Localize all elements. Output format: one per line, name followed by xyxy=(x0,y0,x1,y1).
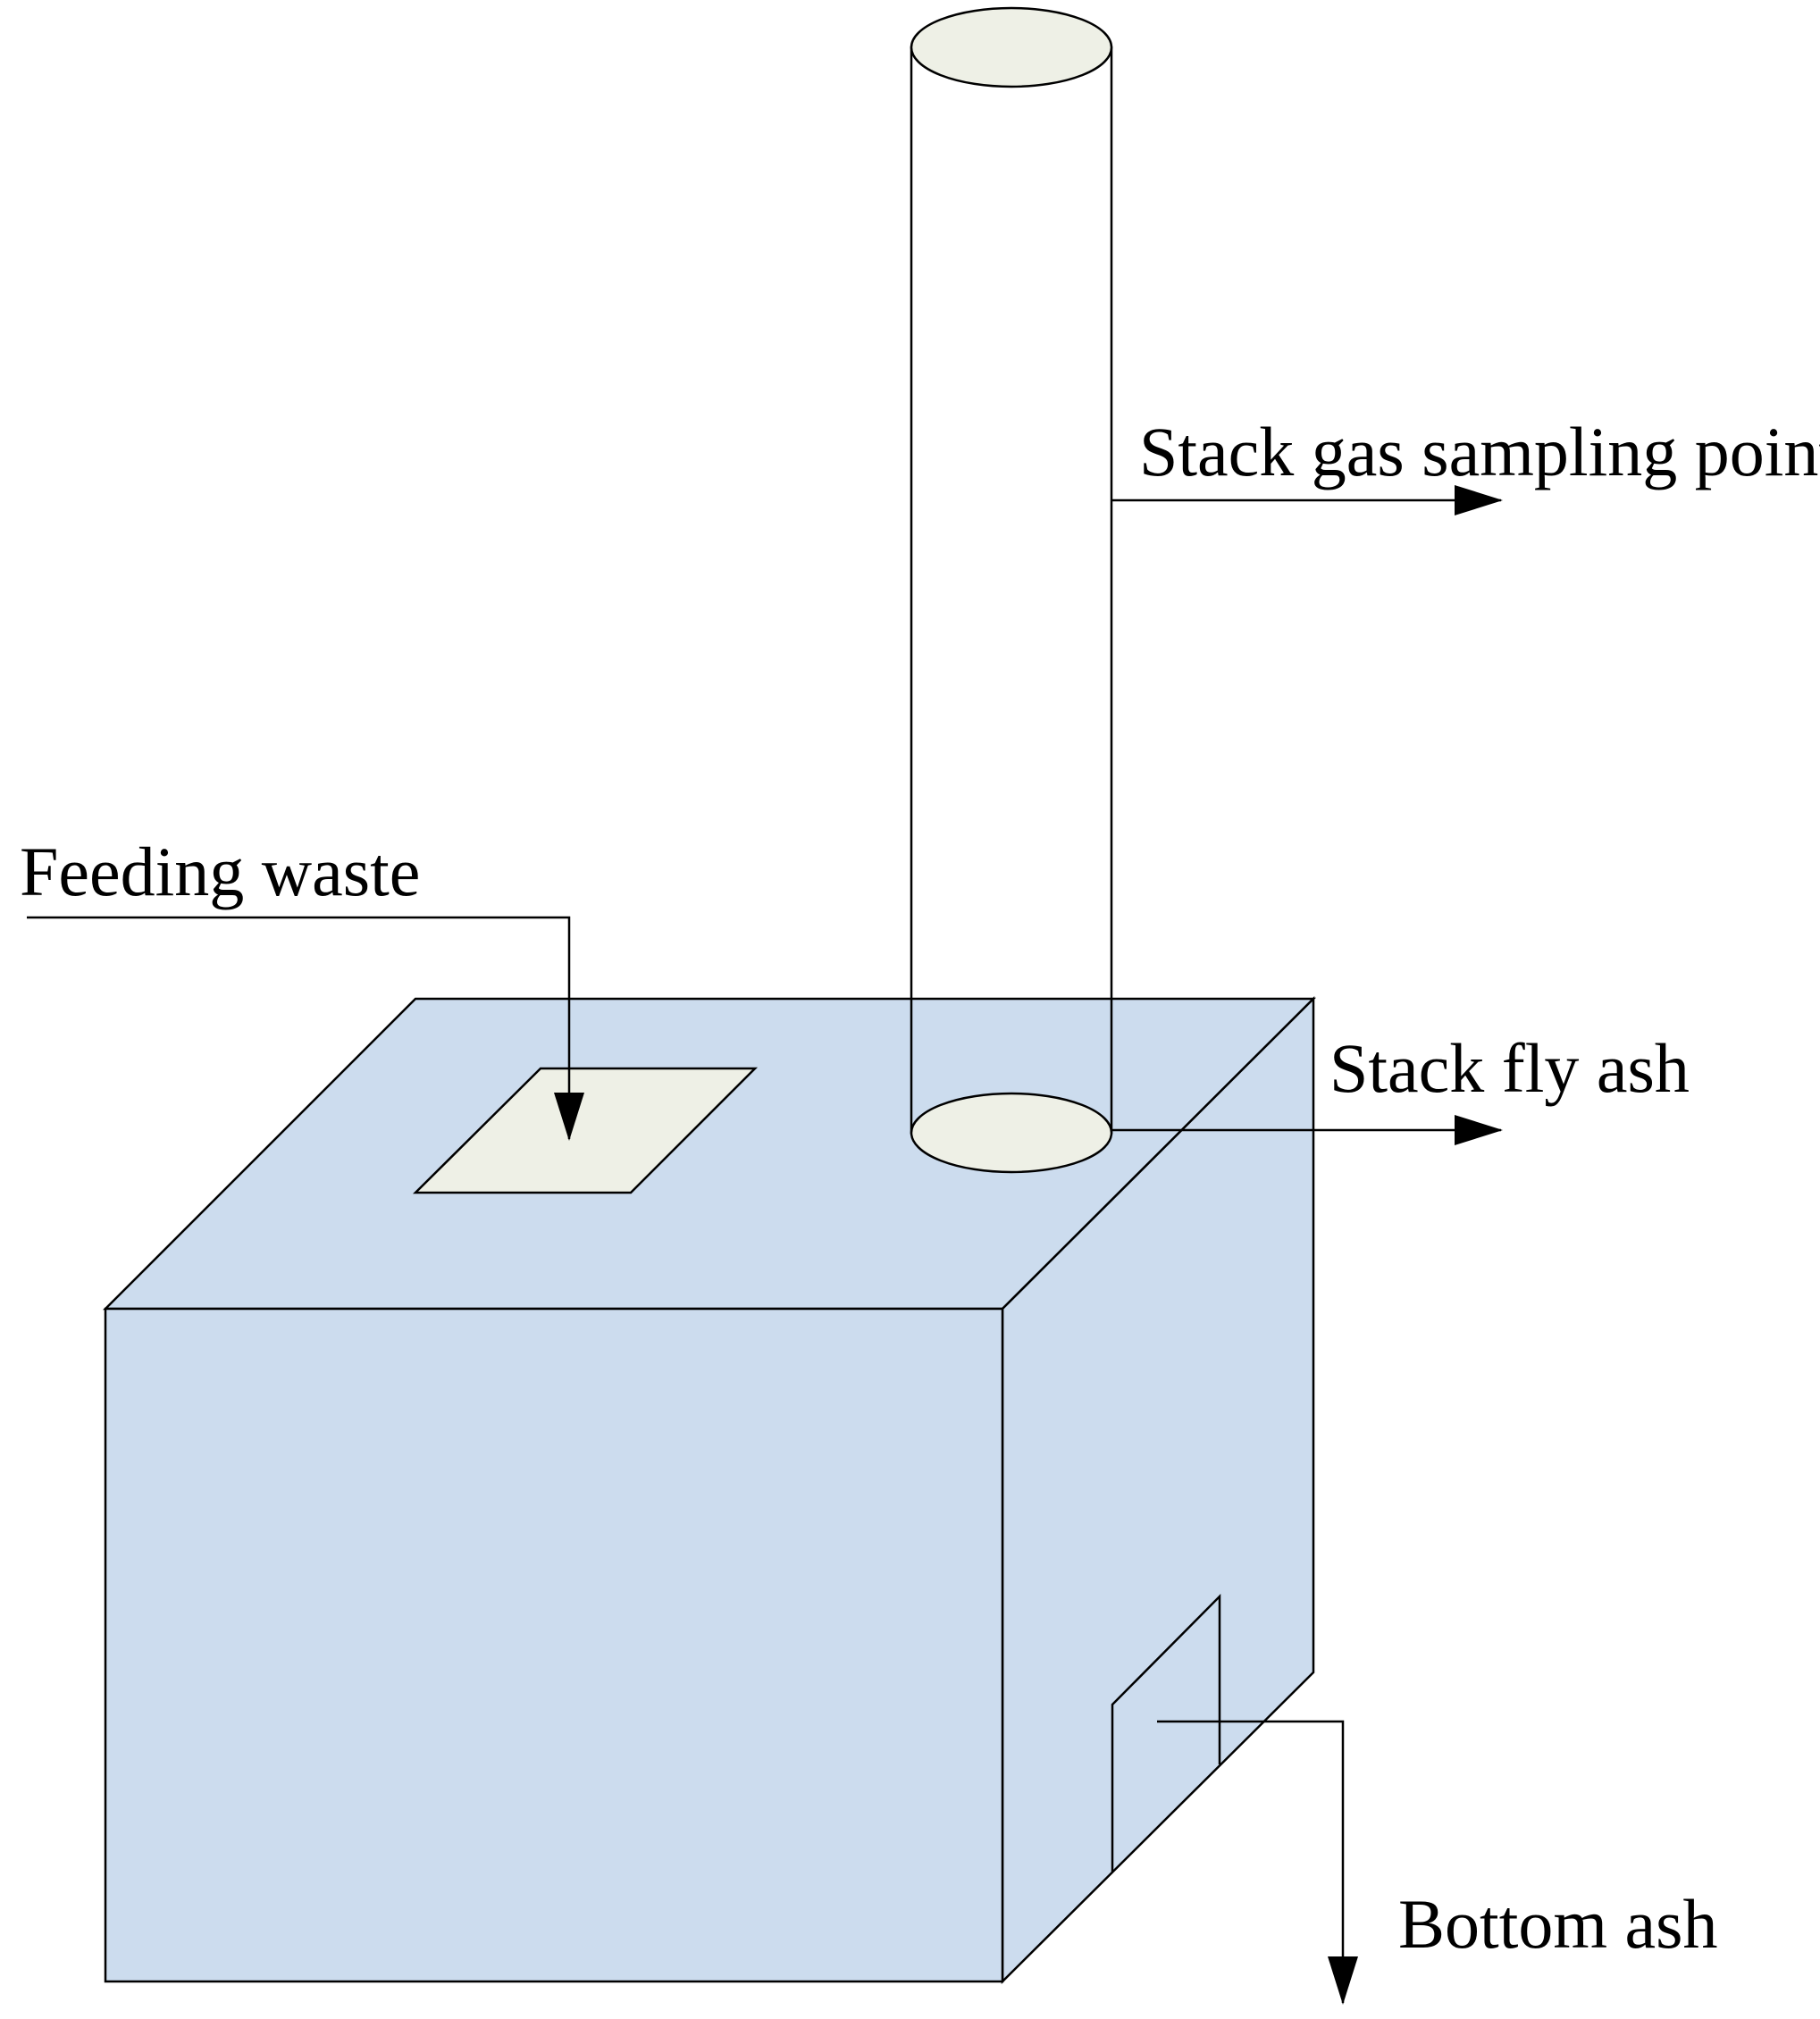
label-bottom-ash: Bottom ash xyxy=(1398,1885,1718,1963)
label-stack-gas-sampling-point: Stack gas sampling point xyxy=(1139,413,1820,490)
feeding-opening xyxy=(412,1067,759,1194)
stack-base-opening xyxy=(910,1092,1113,1174)
label-stack-fly-ash: Stack fly ash xyxy=(1329,1029,1690,1107)
box-front-face xyxy=(104,1307,1004,1983)
bottom-ash-arrow xyxy=(1157,1720,1358,2005)
feeding-waste-arrow xyxy=(27,916,584,1141)
stack-top-opening xyxy=(910,6,1113,88)
stack-body xyxy=(910,46,1113,1135)
ash-door xyxy=(1111,1593,1221,1872)
label-feeding-waste: Feeding waste xyxy=(20,833,420,910)
